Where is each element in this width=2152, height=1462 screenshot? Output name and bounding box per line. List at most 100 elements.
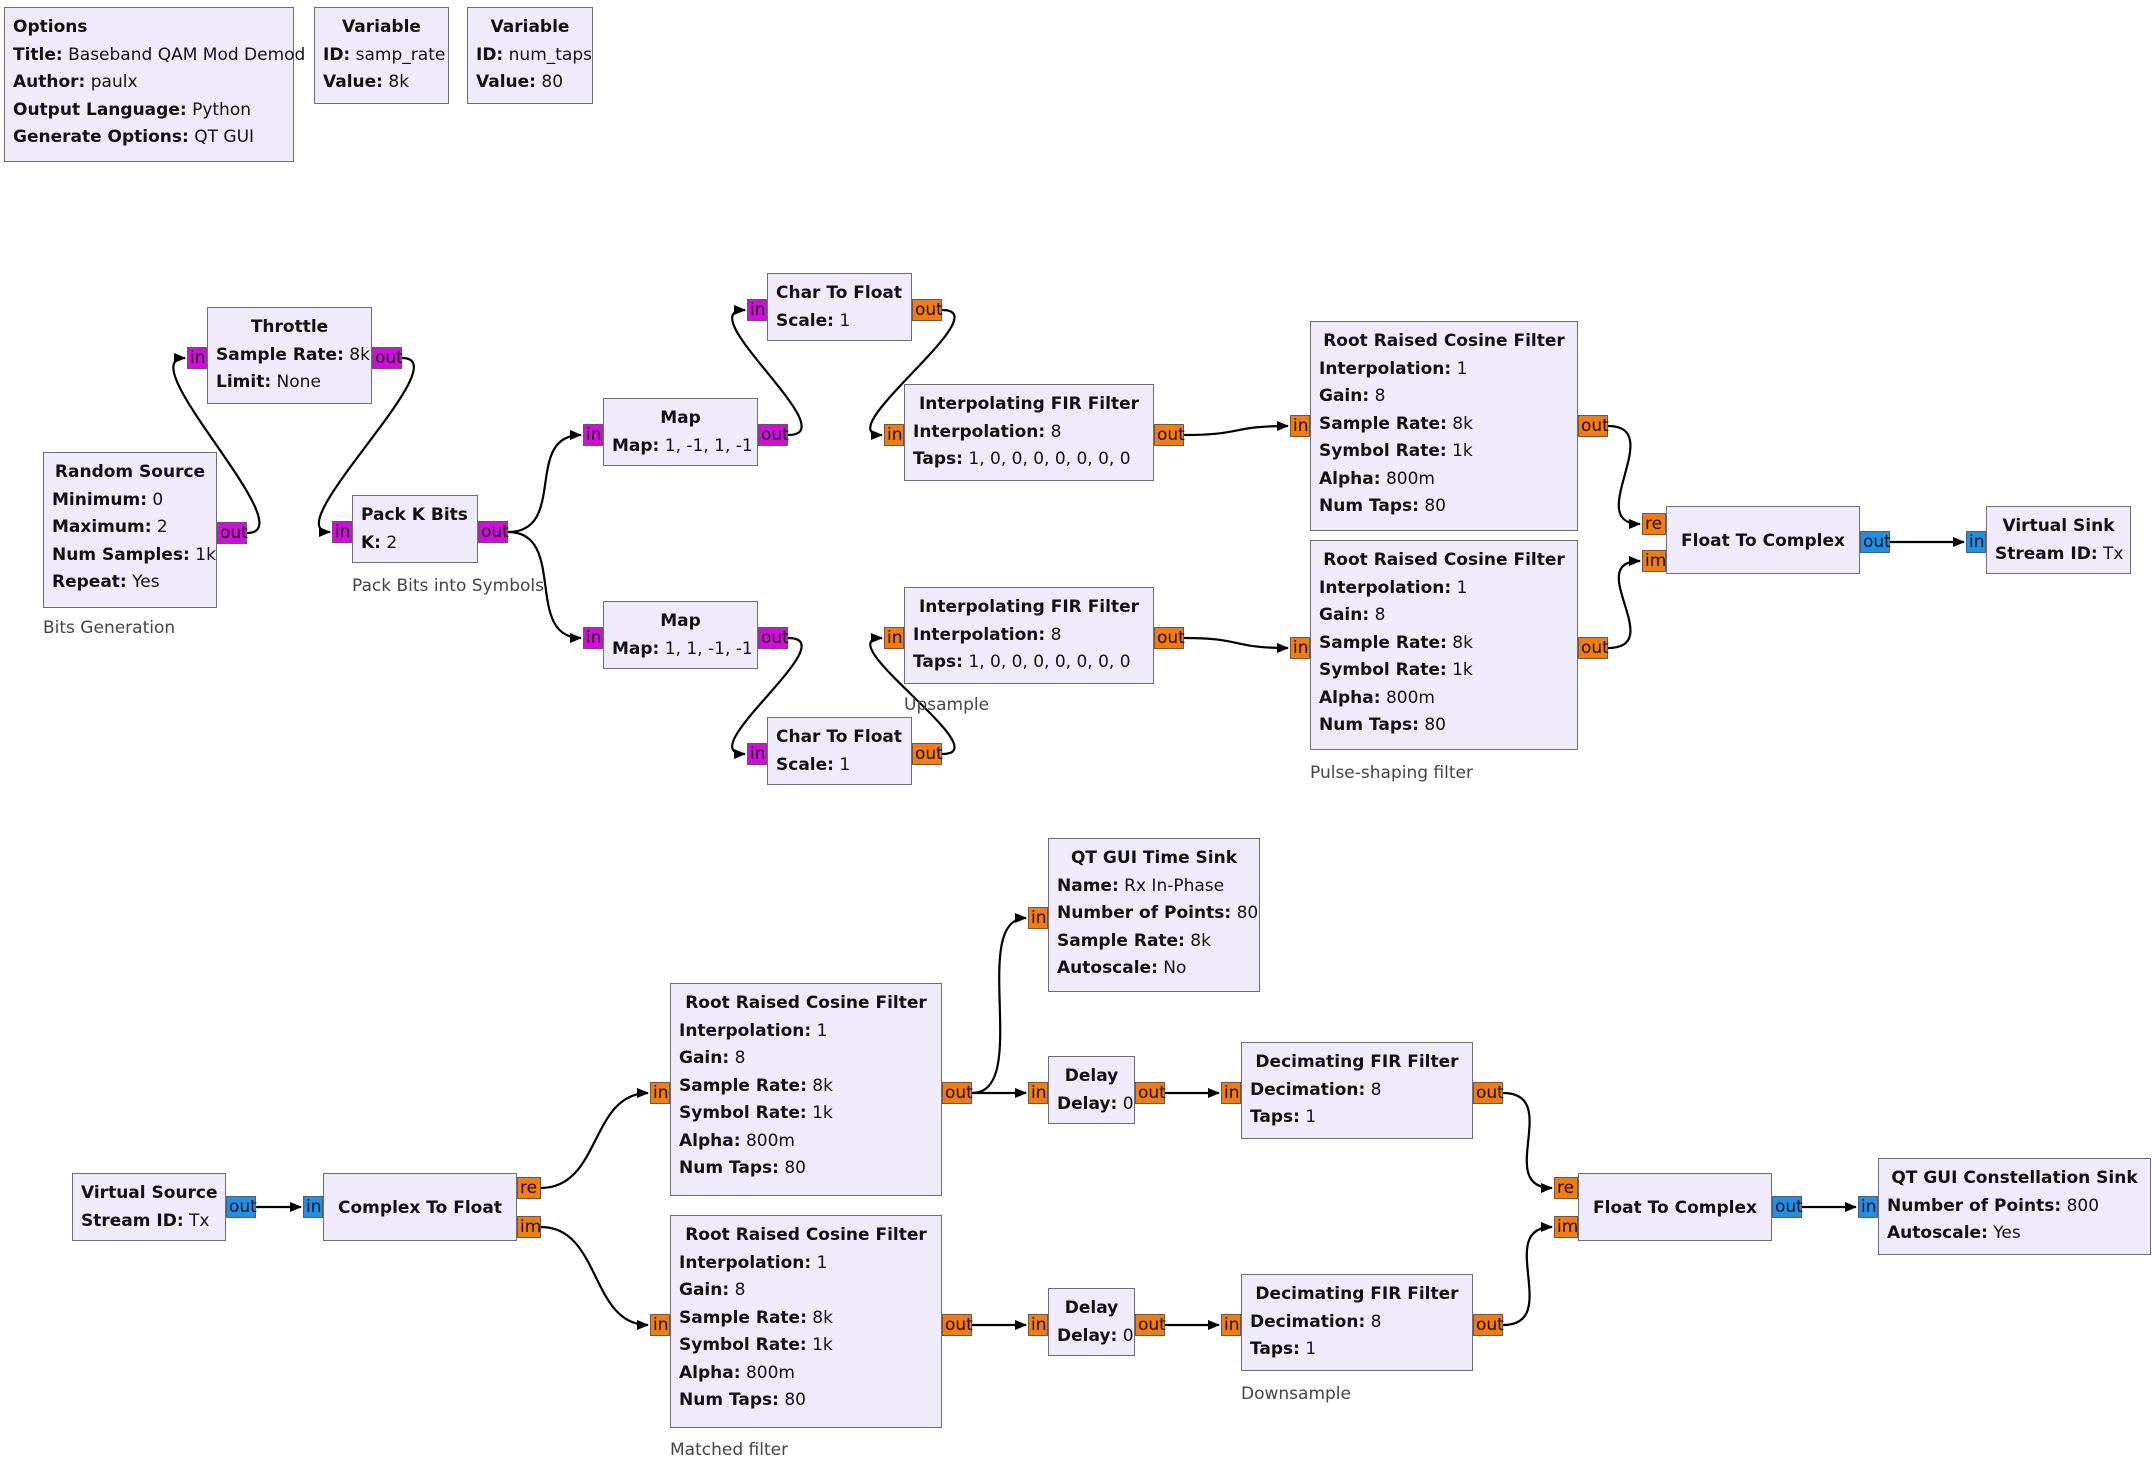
rrc-rx-bottom-port-out[interactable]: out <box>942 1314 973 1336</box>
rrc-rx-bottom-port-in[interactable]: in <box>650 1314 670 1336</box>
decim-fir-top-port-in[interactable]: in <box>1221 1082 1241 1104</box>
delay-bottom-port-in[interactable]: in <box>1028 1314 1048 1336</box>
interp-fir-top-port-in[interactable]: in <box>884 424 904 446</box>
float-to-complex-rx-block[interactable]: Float To Complex <box>1578 1173 1772 1241</box>
virtual-sink-port-in[interactable]: in <box>1966 531 1986 553</box>
param-key: Interpolation: <box>679 1020 812 1041</box>
param-key: Alpha: <box>1319 468 1381 489</box>
delay-top-port-in[interactable]: in <box>1028 1082 1048 1104</box>
param-value: 1k <box>1452 660 1473 680</box>
connection-wire[interactable] <box>1607 424 1641 529</box>
map-bottom-port-in[interactable]: in <box>583 627 603 649</box>
param-value: 2 <box>386 532 398 553</box>
param-row: Map: 1, 1, -1, -1 <box>612 636 753 664</box>
float-to-complex-tx-port-out[interactable]: out <box>1860 531 1891 553</box>
interp-fir-top-port-out[interactable]: out <box>1154 424 1185 446</box>
connection-wire[interactable] <box>540 1088 649 1190</box>
connection-wire[interactable] <box>1502 1222 1553 1327</box>
float-to-complex-tx-block[interactable]: Float To Complex <box>1666 506 1860 574</box>
complex-to-float-block[interactable]: Complex To Float <box>323 1173 517 1241</box>
param-value: 1k <box>812 1103 833 1123</box>
char-to-float-bottom-port-in[interactable]: in <box>747 743 767 765</box>
char-to-float-top-port-out[interactable]: out <box>912 299 943 321</box>
random-source-port-out[interactable]: out <box>217 522 248 544</box>
decim-fir-bottom-port-out[interactable]: out <box>1473 1314 1504 1336</box>
connection-wire[interactable] <box>1607 556 1641 650</box>
delay-bottom-port-out[interactable]: out <box>1135 1314 1166 1336</box>
param-value: 8 <box>1370 1079 1382 1100</box>
throttle-port-out[interactable]: out <box>372 347 403 369</box>
param-key: Num Taps: <box>679 1390 779 1410</box>
decim-fir-top-port-out[interactable]: out <box>1473 1082 1504 1104</box>
char-to-float-top-port-in[interactable]: in <box>747 299 767 321</box>
float-to-complex-rx-port-out[interactable]: out <box>1772 1196 1803 1218</box>
interp-fir-bottom-port-in[interactable]: in <box>884 627 904 649</box>
map-bottom-port-out[interactable]: out <box>758 627 789 649</box>
connection-wire[interactable] <box>1183 636 1289 653</box>
rrc-tx-bottom-port-in[interactable]: in <box>1290 637 1310 659</box>
param-value: 8 <box>734 1280 746 1300</box>
pack-k-bits-port-out[interactable]: out <box>478 521 509 543</box>
qt-constellation-sink-port-in[interactable]: in <box>1858 1196 1878 1218</box>
map-top-port-out[interactable]: out <box>758 424 789 446</box>
delay-top-port-out[interactable]: out <box>1135 1082 1166 1104</box>
float-to-complex-rx-port-re[interactable]: re <box>1554 1177 1578 1199</box>
char-to-float-bottom-port-out[interactable]: out <box>912 743 943 765</box>
complex-to-float-port-im[interactable]: im <box>517 1216 541 1238</box>
float-to-complex-rx-port-im[interactable]: im <box>1554 1216 1578 1238</box>
param-key: Gain: <box>1319 386 1370 406</box>
rrc-tx-bottom-port-out[interactable]: out <box>1578 637 1609 659</box>
qt-time-sink-port-in[interactable]: in <box>1028 907 1048 929</box>
virtual-source-port-out[interactable]: out <box>226 1196 257 1218</box>
map-top-port-in[interactable]: in <box>583 424 603 446</box>
param-key: Title: <box>13 44 63 65</box>
pack-k-bits-port-in[interactable]: in <box>332 521 352 543</box>
float-to-complex-tx-port-im[interactable]: im <box>1642 550 1666 572</box>
rrc-tx-top-port-in[interactable]: in <box>1290 415 1310 437</box>
connection-wire[interactable] <box>1502 1091 1553 1193</box>
complex-to-float-port-in[interactable]: in <box>303 1196 323 1218</box>
param-key: Interpolation: <box>913 624 1046 645</box>
connection-wire[interactable] <box>507 430 582 534</box>
connection-wire[interactable] <box>540 1225 649 1330</box>
rrc-rx-top-port-in[interactable]: in <box>650 1082 670 1104</box>
connection-wire[interactable] <box>971 913 1027 1095</box>
float-to-complex-tx-port-re[interactable]: re <box>1642 513 1666 535</box>
param-key: Sample Rate: <box>1319 632 1447 653</box>
complex-to-float-port-re[interactable]: re <box>517 1177 541 1199</box>
connection-wire[interactable] <box>1183 421 1289 437</box>
param-value: 8k <box>812 1307 833 1328</box>
decim-fir-bottom-port-in[interactable]: in <box>1221 1314 1241 1336</box>
param-key: Gain: <box>679 1280 730 1300</box>
param-value: 1, 0, 0, 0, 0, 0, 0, 0 <box>968 652 1131 672</box>
rrc-tx-top-port-out[interactable]: out <box>1578 415 1609 437</box>
rrc-rx-top-port-out[interactable]: out <box>942 1082 973 1104</box>
param-row: Num Taps: 80 <box>679 1155 933 1183</box>
throttle-port-in[interactable]: in <box>187 347 207 369</box>
interp-fir-bottom-port-out[interactable]: out <box>1154 627 1185 649</box>
